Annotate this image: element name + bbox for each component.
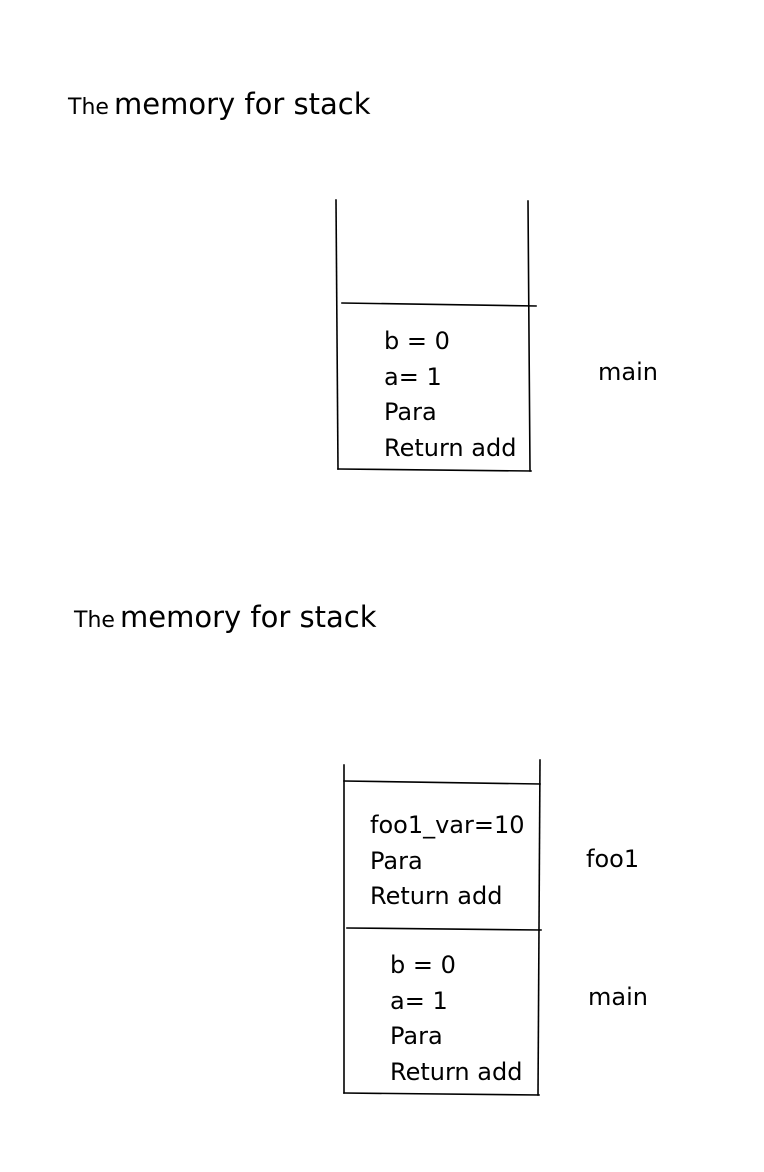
frame-line: a= 1 xyxy=(384,362,442,391)
title-prefix: The xyxy=(74,608,115,633)
stack1-frame-top-divider xyxy=(341,302,537,307)
frame-line: b = 0 xyxy=(390,951,456,979)
title-text: memory for stack xyxy=(114,87,371,121)
stack-frame-main-contents: b = 0 a= 1 Para Return add xyxy=(384,324,516,466)
stack1-bottom xyxy=(337,468,532,472)
stack-diagram-title: The memory for stack xyxy=(68,90,370,119)
frame-label-main: main xyxy=(588,983,648,1011)
frame-line: Return add xyxy=(390,1057,523,1086)
stack2-frame-divider xyxy=(346,927,542,931)
title-text: memory for stack xyxy=(120,600,377,634)
frame-line: Para xyxy=(370,846,423,875)
frame-line: Para xyxy=(384,398,437,426)
frame-line: b = 0 xyxy=(384,327,450,355)
stack-frame-foo1-contents: foo1_var=10 Para Return add xyxy=(370,808,525,915)
stack2-frame-top-divider xyxy=(343,780,541,785)
title-prefix: The xyxy=(68,95,109,120)
frame-line: Return add xyxy=(370,882,503,910)
frame-line: Return add xyxy=(384,433,517,462)
frame-label-foo1: foo1 xyxy=(586,845,640,873)
frame-label-main: main xyxy=(598,358,658,386)
stack2-bottom xyxy=(343,1092,540,1096)
frame-line: Para xyxy=(390,1022,443,1050)
frame-line: foo1_var=10 xyxy=(370,811,525,839)
stack2-right-wall xyxy=(537,759,541,1096)
frame-line: a= 1 xyxy=(390,986,448,1015)
stack1-left-wall xyxy=(335,199,339,470)
stack-frame-main-contents: b = 0 a= 1 Para Return add xyxy=(390,948,522,1090)
stack1-right-wall xyxy=(527,200,531,472)
stack-diagram-title: The memory for stack xyxy=(74,603,376,632)
